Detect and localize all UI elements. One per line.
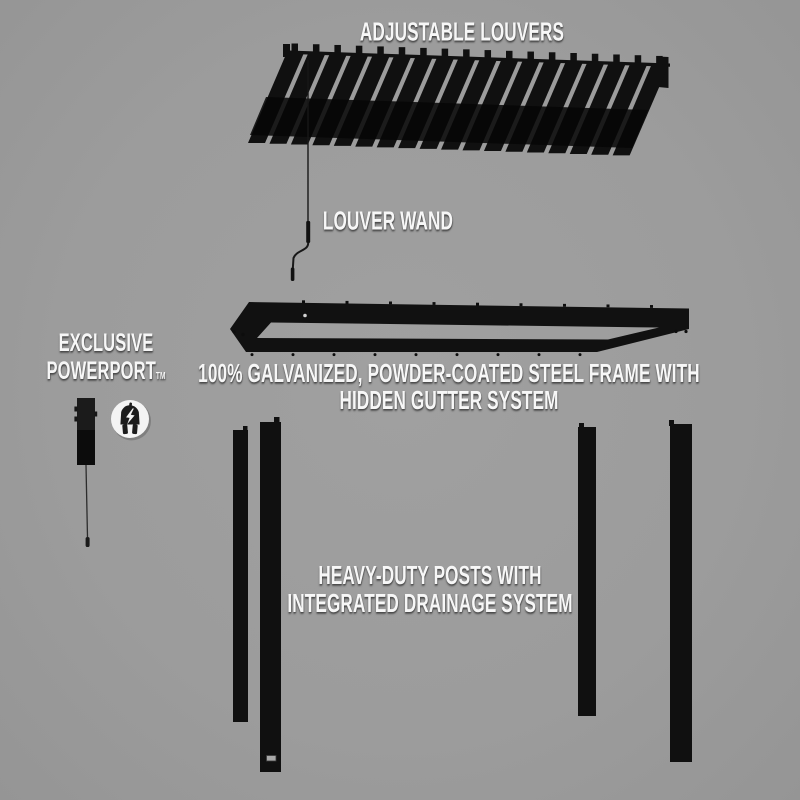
post-back-left-tab (243, 426, 248, 432)
frame-bolt-dot (578, 353, 582, 357)
frame-bolt-tick (476, 302, 479, 306)
powerport-trademark: TM (155, 371, 166, 382)
powerport-side-tab (94, 411, 98, 417)
frame-bolt-dot (496, 353, 500, 357)
label-powerport-line1: EXCLUSIVE (58, 329, 154, 357)
louver-slat-tab (398, 47, 406, 58)
frame-bolt-dot (537, 353, 541, 357)
frame-bolt-dot (232, 330, 236, 334)
frame-bolt-dot (414, 353, 418, 357)
frame-bolt-dot (455, 353, 459, 357)
powerport-device-bottom (77, 430, 95, 465)
wand-crank-bend (291, 242, 310, 270)
louver-slat-tab (291, 43, 298, 54)
label-posts-line1: HEAVY-DUTY POSTS WITH (318, 560, 542, 590)
label-posts-line2: INTEGRATED DRAINAGE SYSTEM (287, 588, 573, 618)
post-drainage-label-chip (266, 755, 277, 762)
frame-bolt-dot (291, 353, 295, 357)
powerport-assembly (74, 398, 151, 547)
frame-body (230, 302, 689, 352)
louver-wand-part (290, 60, 311, 281)
post-front-left (260, 422, 281, 772)
louver-slat-tab (463, 49, 470, 60)
frame-hole-detail (303, 313, 307, 318)
frame-bolt-tick (345, 300, 349, 304)
label-powerport-line2: POWERPORTTM (47, 357, 166, 391)
frame-bolt-dot (332, 353, 336, 357)
powerport-word: POWERPORT (46, 357, 156, 385)
powerport-device-top (77, 398, 95, 432)
label-posts: HEAVY-DUTY POSTS WITH INTEGRATED DRAINAG… (287, 561, 572, 617)
wand-grip-upper (306, 221, 311, 243)
louver-slat-tab (334, 44, 341, 55)
louver-slat-tab (355, 45, 363, 56)
louver-slat-tab (570, 53, 577, 64)
power-plug-lightning-icon (111, 400, 151, 441)
louver-shadow (250, 97, 648, 148)
label-powerport: EXCLUSIVE POWERPORTTM (47, 329, 166, 391)
plug-prong-left (122, 424, 128, 435)
label-steel-frame: 100% GALVANIZED, POWDER-COATED STEEL FRA… (198, 360, 700, 414)
post-front-left-tab (274, 417, 280, 424)
steel-frame (230, 300, 689, 357)
louver-slat-tab (420, 47, 427, 58)
louver-rail-left-bracket (283, 44, 290, 57)
frame-bolt-dot (674, 329, 678, 334)
plug-prong-right (132, 424, 138, 435)
frame-bolt-dot (241, 332, 245, 337)
louver-slat-tab (656, 55, 663, 66)
louver-slat-tab (377, 46, 384, 57)
frame-bolts (232, 300, 688, 357)
louver-slat-tab (506, 50, 513, 61)
post-front-right-tab (669, 420, 674, 426)
frame-bolt-tick (606, 304, 610, 308)
wand-grip-lower (290, 267, 295, 281)
label-adjustable-louvers: ADJUSTABLE LOUVERS (359, 16, 565, 47)
post-back-right-tab (579, 423, 584, 429)
louver-slat-tab (591, 53, 599, 64)
louver-slat-tab (312, 44, 320, 55)
frame-bolt-dot (250, 353, 254, 357)
powerport-cable (85, 464, 89, 538)
frame-bolt-tick (389, 301, 392, 305)
louver-slat-tab (613, 54, 620, 65)
frame-bolt-tick (302, 300, 305, 304)
louver-slat-tab (441, 48, 449, 59)
frame-bolt-tick (432, 302, 436, 305)
lightning-bolt (126, 408, 135, 425)
label-steel-frame-line1: 100% GALVANIZED, POWDER-COATED STEEL FRA… (198, 358, 700, 388)
louver-slat-tab (527, 51, 534, 62)
frame-bolt-dot (373, 353, 377, 357)
frame-bolt-tick (563, 303, 566, 307)
powerport-side-button (74, 416, 78, 422)
louver-assembly (248, 43, 670, 281)
label-steel-frame-line2: HIDDEN GUTTER SYSTEM (339, 385, 559, 415)
label-louver-wand: LOUVER WAND (322, 205, 454, 236)
louver-slat-tab (634, 55, 642, 66)
frame-bolt-dot (684, 329, 688, 334)
louver-slat-tab (484, 50, 492, 61)
post-back-right (578, 427, 596, 716)
frame-bolt-tick (519, 303, 523, 307)
powerport-cable-plug (85, 537, 90, 547)
frame-bolt-tick (650, 305, 653, 308)
louver-slat-tab (548, 52, 556, 63)
post-back-left (233, 430, 248, 722)
posts-group (233, 417, 692, 772)
powerport-side-button (74, 406, 78, 412)
post-front-right (670, 424, 692, 762)
